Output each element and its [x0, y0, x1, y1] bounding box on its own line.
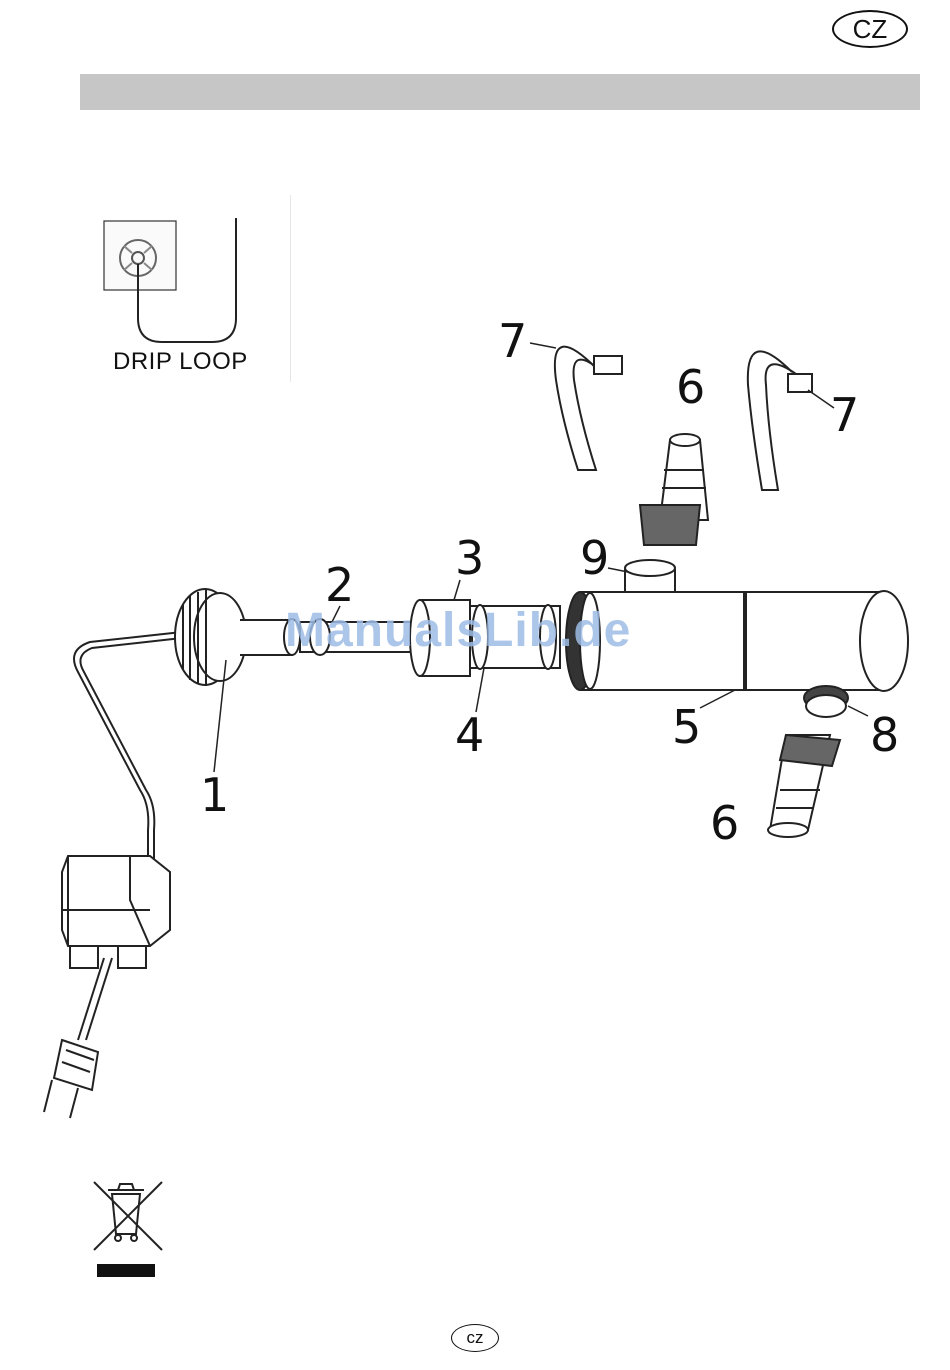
watermark: ManualsLib.de	[285, 603, 631, 658]
part-label-3: 3	[455, 535, 484, 581]
transformer	[62, 856, 170, 968]
part-label-2: 2	[325, 562, 354, 608]
part-7-clip-left	[555, 347, 622, 470]
part-6-connector-top	[640, 434, 708, 545]
leader-lines	[214, 343, 868, 772]
page-badge: cz	[451, 1324, 499, 1352]
weee-bar	[97, 1264, 155, 1277]
part-8-outlet	[804, 686, 848, 717]
part-label-4: 4	[455, 712, 484, 758]
part-label-9: 9	[580, 535, 609, 581]
part-label-5: 5	[672, 704, 701, 750]
power-cord	[74, 632, 182, 1040]
part-7-clip-right	[748, 351, 812, 490]
plug	[44, 1040, 98, 1118]
part-1-nut	[175, 589, 300, 686]
part-label-7-left: 7	[498, 318, 527, 364]
part-label-7-right: 7	[830, 392, 859, 438]
part-label-8: 8	[870, 712, 899, 758]
weee-bin-icon	[94, 1182, 162, 1250]
part-label-6-bottom: 6	[710, 800, 739, 846]
part-6-connector-bottom	[768, 735, 840, 837]
part-label-1: 1	[200, 772, 229, 818]
drip-loop-drawing	[104, 218, 236, 342]
part-label-6-top: 6	[676, 364, 705, 410]
drip-loop-label: DRIP LOOP	[113, 348, 248, 376]
